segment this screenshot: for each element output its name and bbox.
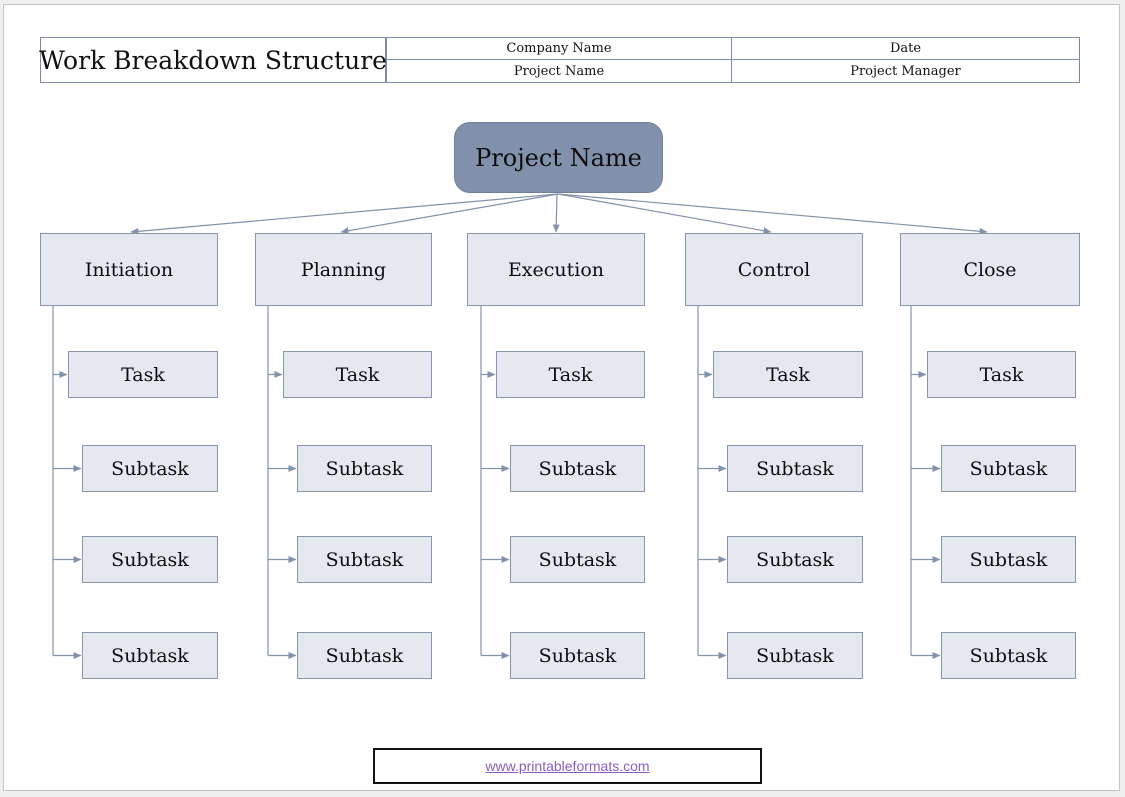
subtask-node[interactable]: Subtask [297, 632, 432, 679]
subtask-node[interactable]: Subtask [727, 445, 863, 492]
task-label: Task [121, 363, 165, 386]
date-cell[interactable]: Date [732, 38, 1079, 60]
phase-node-close[interactable]: Close [900, 233, 1080, 306]
subtask-node[interactable]: Subtask [510, 445, 645, 492]
subtask-node[interactable]: Subtask [941, 536, 1076, 583]
company-name-cell[interactable]: Company Name [387, 38, 732, 60]
document-title-box: Work Breakdown Structure [39, 37, 387, 83]
website-link[interactable]: www.printableformats.com [485, 758, 650, 774]
subtask-label: Subtask [538, 548, 617, 571]
task-node[interactable]: Task [713, 351, 863, 398]
subtask-label: Subtask [756, 457, 834, 480]
phase-label: Control [737, 258, 811, 281]
root-node-label: Project Name [475, 143, 642, 172]
phase-label: Close [963, 258, 1017, 281]
document-title: Work Breakdown Structure [39, 45, 387, 75]
subtask-node[interactable]: Subtask [297, 445, 432, 492]
phase-node-planning[interactable]: Planning [255, 233, 432, 306]
subtask-label: Subtask [325, 644, 404, 667]
phase-node-initiation[interactable]: Initiation [40, 233, 218, 306]
task-label: Task [766, 363, 810, 386]
subtask-label: Subtask [756, 644, 834, 667]
subtask-node[interactable]: Subtask [941, 632, 1076, 679]
subtask-node[interactable]: Subtask [82, 536, 218, 583]
subtask-label: Subtask [756, 548, 834, 571]
task-label: Task [979, 363, 1024, 386]
subtask-label: Subtask [538, 457, 617, 480]
task-node[interactable]: Task [927, 351, 1076, 398]
subtask-label: Subtask [538, 644, 617, 667]
subtask-node[interactable]: Subtask [510, 632, 645, 679]
subtask-node[interactable]: Subtask [941, 445, 1076, 492]
subtask-node[interactable]: Subtask [297, 536, 432, 583]
task-node[interactable]: Task [496, 351, 645, 398]
phase-node-execution[interactable]: Execution [467, 233, 645, 306]
subtask-label: Subtask [111, 548, 189, 571]
subtask-label: Subtask [325, 548, 404, 571]
subtask-node[interactable]: Subtask [82, 632, 218, 679]
subtask-node[interactable]: Subtask [727, 536, 863, 583]
task-label: Task [548, 363, 593, 386]
subtask-label: Subtask [325, 457, 404, 480]
subtask-node[interactable]: Subtask [510, 536, 645, 583]
subtask-node[interactable]: Subtask [82, 445, 218, 492]
project-name-cell[interactable]: Project Name [387, 60, 732, 82]
subtask-label: Subtask [111, 457, 189, 480]
subtask-label: Subtask [111, 644, 189, 667]
phase-label: Initiation [84, 258, 174, 281]
footer-link-box: www.printableformats.com [373, 748, 762, 784]
phase-label: Execution [507, 258, 605, 281]
task-label: Task [335, 363, 380, 386]
project-manager-cell[interactable]: Project Manager [850, 63, 961, 79]
task-node[interactable]: Task [283, 351, 432, 398]
subtask-label: Subtask [969, 644, 1048, 667]
phase-label: Planning [300, 258, 387, 281]
phase-node-control[interactable]: Control [685, 233, 863, 306]
subtask-node[interactable]: Subtask [727, 632, 863, 679]
header-info-table: Company Name Date Project Name Project M… [386, 37, 1080, 83]
subtask-label: Subtask [969, 548, 1048, 571]
root-node-project-name[interactable]: Project Name [454, 122, 663, 193]
task-node[interactable]: Task [68, 351, 218, 398]
subtask-label: Subtask [969, 457, 1048, 480]
